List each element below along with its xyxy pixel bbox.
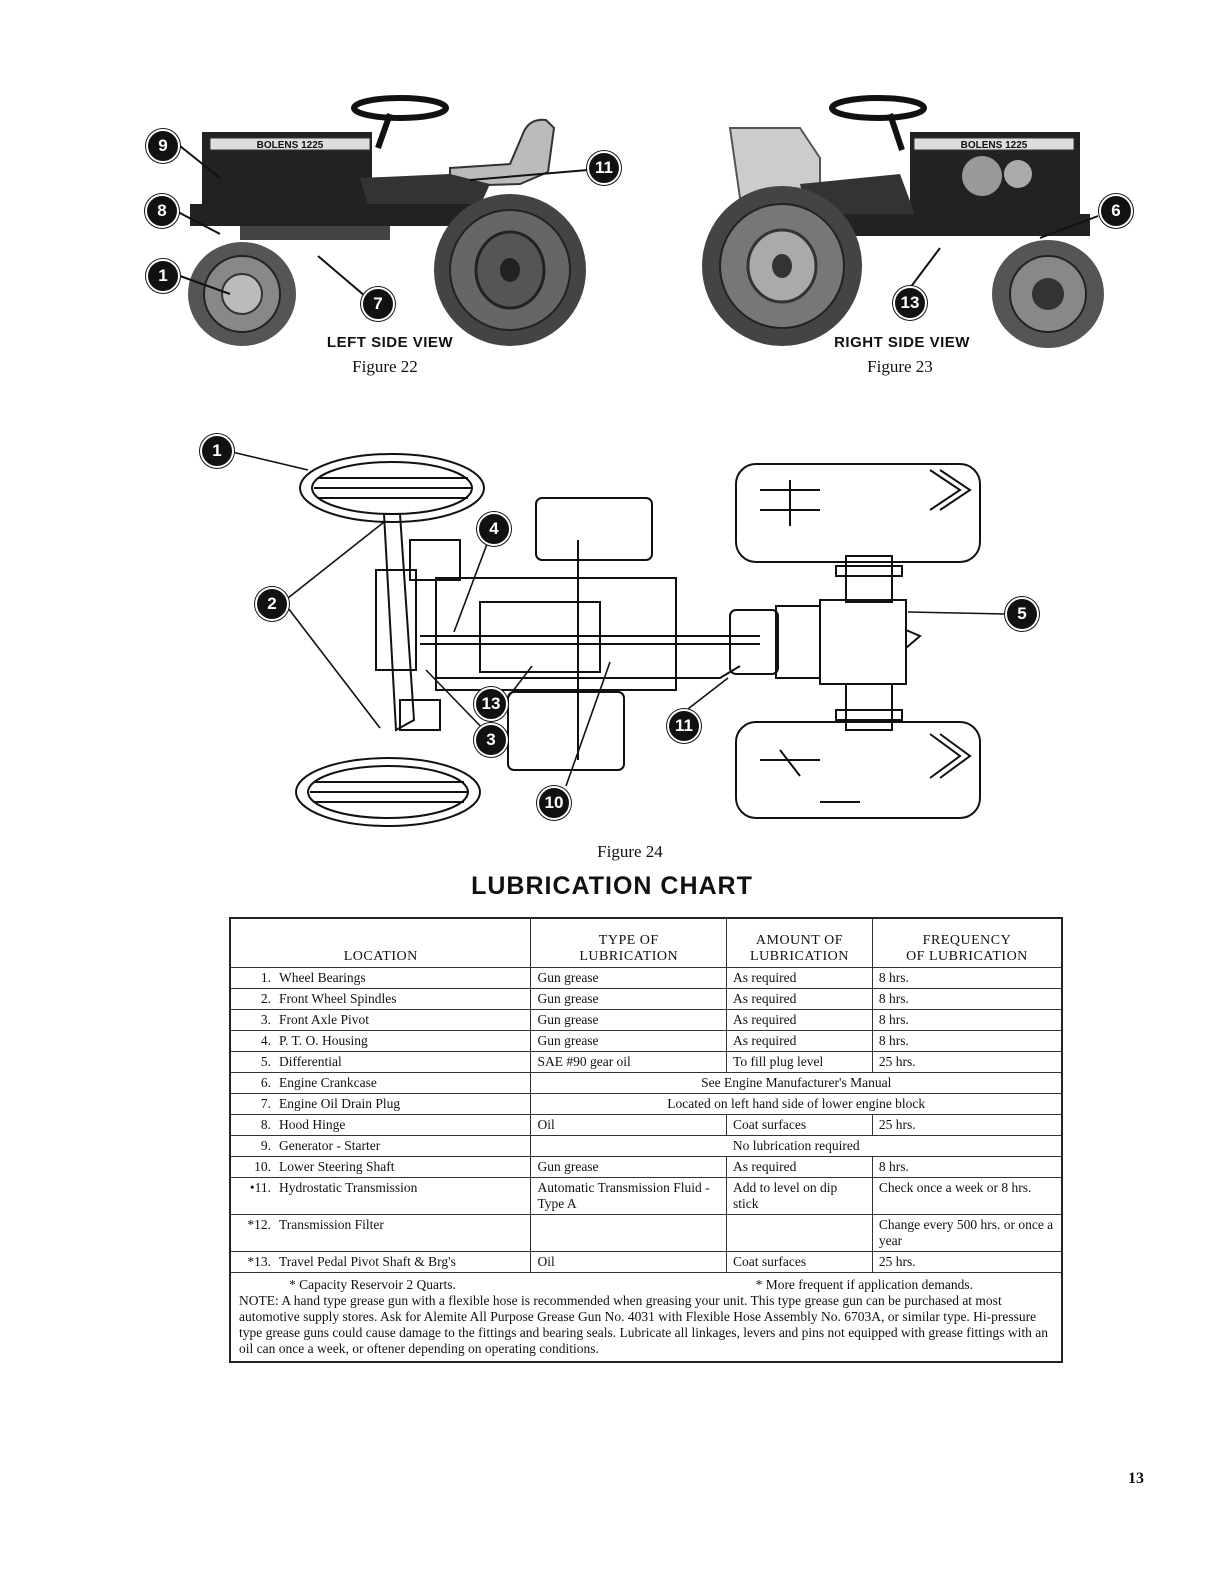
callout-2-diagram: 2: [255, 587, 289, 621]
callout-8-left: 8: [145, 194, 179, 228]
callout-1-left: 1: [146, 259, 180, 293]
right-side-view-label: RIGHT SIDE VIEW: [834, 334, 970, 351]
callout-6-right: 6: [1099, 194, 1133, 228]
callout-9-left: 9: [146, 129, 180, 163]
hood-badge-right: BOLENS 1225: [961, 140, 1028, 151]
callout-11-left: 11: [587, 151, 621, 185]
callout-3-diagram: 3: [474, 723, 508, 757]
page-number: 13: [1128, 1470, 1144, 1487]
table-row: *12.Transmission Filter Change every 500…: [229, 1214, 1063, 1252]
callout-11-diagram: 11: [667, 709, 701, 743]
notes-row: * Capacity Reservoir 2 Quarts. * More fr…: [229, 1272, 1063, 1363]
figure-22-caption: Figure 22: [352, 357, 418, 376]
table-row: 6.Engine Crankcase See Engine Manufactur…: [229, 1072, 1063, 1094]
table-row: •11.Hydrostatic Transmission Automatic T…: [229, 1177, 1063, 1215]
callout-4-diagram: 4: [477, 512, 511, 546]
callout-1-diagram: 1: [200, 434, 234, 468]
left-side-view-label: LEFT SIDE VIEW: [326, 334, 454, 351]
callout-7-left: 7: [361, 287, 395, 321]
header-location: LOCATION: [229, 917, 532, 968]
hood-badge: BOLENS 1225: [257, 140, 324, 151]
table-row: 7.Engine Oil Drain Plug Located on left …: [229, 1093, 1063, 1115]
callout-13-diagram: 13: [474, 687, 508, 721]
chassis-diagram: [200, 430, 1040, 840]
table-row: 9.Generator - Starter No lubrication req…: [229, 1135, 1063, 1157]
left-side-view-photo: BOLENS 1225: [150, 88, 630, 348]
right-side-view-photo: BOLENS 1225: [700, 88, 1120, 350]
note-paragraph: NOTE: A hand type grease gun with a flex…: [239, 1293, 1053, 1357]
callout-5-diagram: 5: [1005, 597, 1039, 631]
footnote-frequent: * More frequent if application demands.: [755, 1277, 973, 1292]
callout-10-diagram: 10: [537, 786, 571, 820]
figure-24-caption: Figure 24: [597, 842, 663, 861]
note-label: NOTE:: [239, 1293, 279, 1308]
footnote-capacity: * Capacity Reservoir 2 Quarts.: [289, 1277, 456, 1292]
callout-13-right: 13: [893, 286, 927, 320]
note-text: A hand type grease gun with a flexible h…: [239, 1293, 1049, 1356]
lubrication-chart-title: LUBRICATION CHART: [471, 872, 753, 900]
figure-23-caption: Figure 23: [867, 357, 933, 376]
table-row: *13.Travel Pedal Pivot Shaft & Brg's Oil…: [229, 1251, 1063, 1273]
